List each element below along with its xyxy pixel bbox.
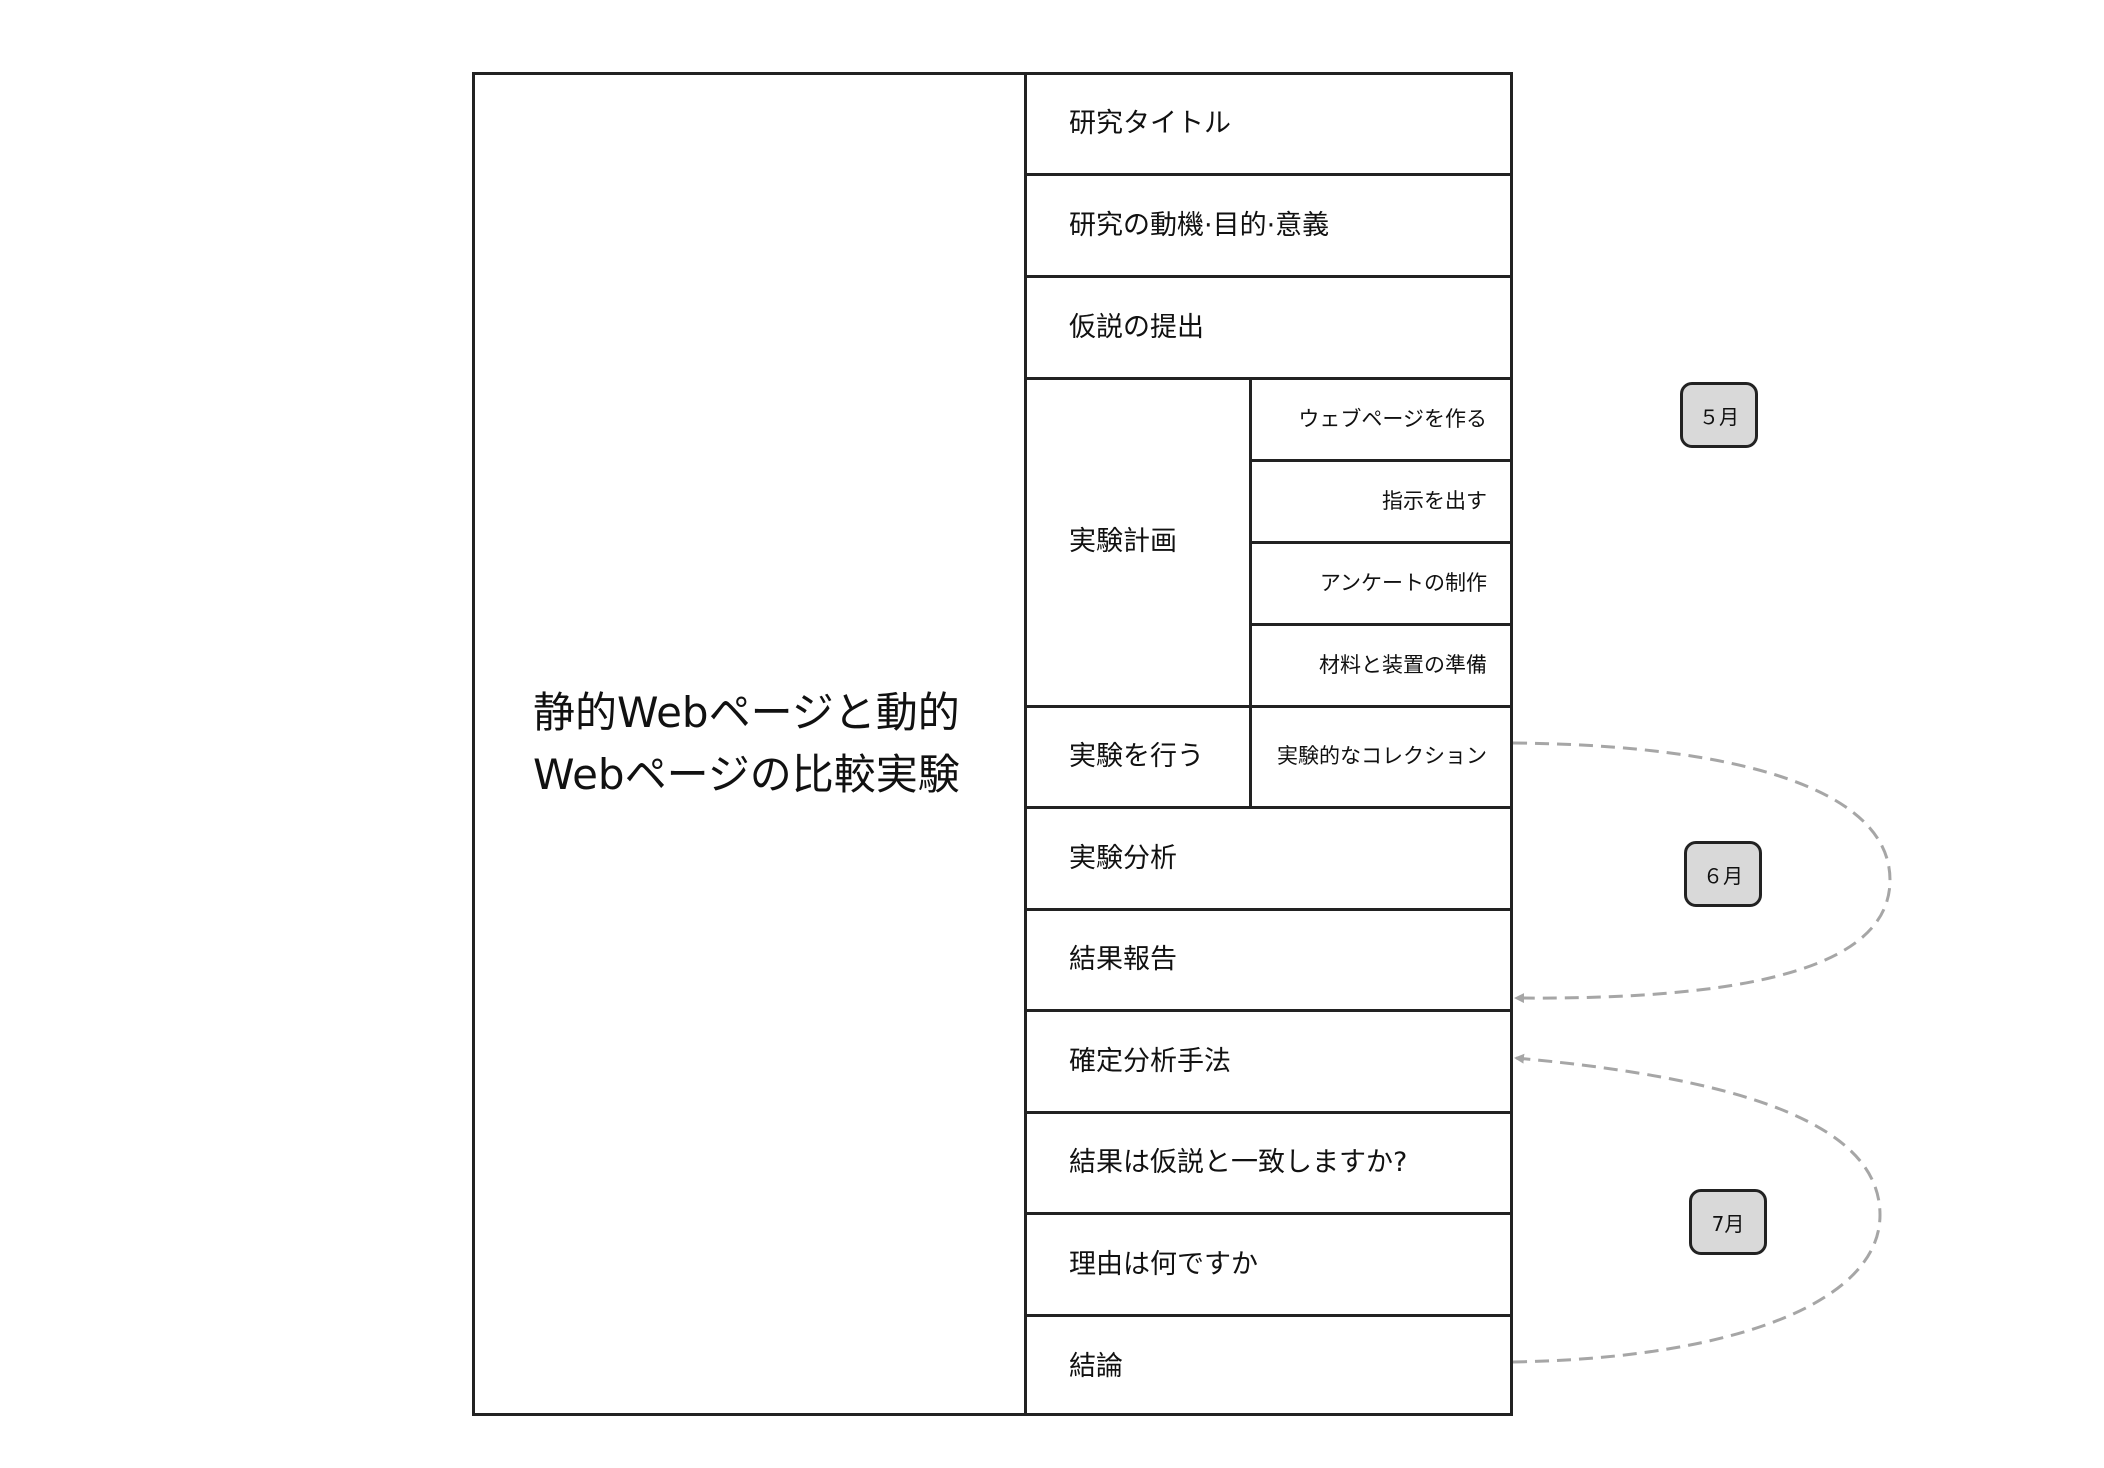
subrow-divider: [1249, 541, 1513, 544]
row-divider: [1024, 705, 1513, 708]
row-hypothesis: 仮説の提出: [1069, 312, 1204, 343]
row-conduct-experiment: 実験を行う: [1069, 741, 1204, 772]
plan-subitem: ウェブページを作る: [1298, 407, 1487, 431]
row-conclusion: 結論: [1069, 1351, 1123, 1382]
row-divider: [1024, 908, 1513, 911]
loop-arrow-july: [1512, 1053, 1882, 1364]
column-divider: [1024, 72, 1027, 1416]
plan-subitem: 材料と装置の準備: [1319, 653, 1487, 677]
row-confirm-method: 確定分析手法: [1069, 1046, 1231, 1077]
row-divider: [1024, 806, 1513, 809]
plan-subitem: アンケートの制作: [1319, 571, 1487, 595]
plan-subitem: 指示を出す: [1382, 489, 1487, 513]
row-result-report: 結果報告: [1069, 944, 1177, 975]
subcell-divider: [1249, 378, 1252, 808]
row-divider: [1024, 377, 1513, 380]
row-match-hypothesis: 結果は仮説と一致しますか?: [1069, 1147, 1408, 1178]
title-line-2: Webページの比較実験: [533, 750, 960, 799]
month-badge-june: ６月: [1684, 841, 1762, 907]
row-divider: [1024, 1212, 1513, 1215]
row-divider: [1024, 1314, 1513, 1317]
loop-arrow-june: [1512, 741, 1892, 1004]
subrow-divider: [1249, 623, 1513, 626]
diagram-frame: [472, 72, 1513, 1416]
row-motivation: 研究の動機·目的·意義: [1069, 210, 1330, 241]
title-cell: 静的Webページと動的 Webページの比較実験: [472, 72, 1024, 1416]
row-divider: [1024, 173, 1513, 176]
title-line-1: 静的Webページと動的: [533, 688, 960, 737]
row-reason: 理由は何ですか: [1069, 1249, 1258, 1280]
row-divider: [1024, 275, 1513, 278]
row-experiment-plan: 実験計画: [1069, 526, 1177, 557]
month-badge-july: 7月: [1689, 1189, 1767, 1255]
row-research-title: 研究タイトル: [1069, 108, 1231, 139]
row-divider: [1024, 1009, 1513, 1012]
diagram-title: 静的Webページと動的 Webページの比較実験: [533, 682, 963, 806]
conduct-subitem: 実験的なコレクション: [1277, 744, 1487, 768]
row-divider: [1024, 1111, 1513, 1114]
subrow-divider: [1249, 459, 1513, 462]
row-experiment-analysis: 実験分析: [1069, 843, 1177, 874]
month-badge-may: ５月: [1680, 382, 1758, 448]
